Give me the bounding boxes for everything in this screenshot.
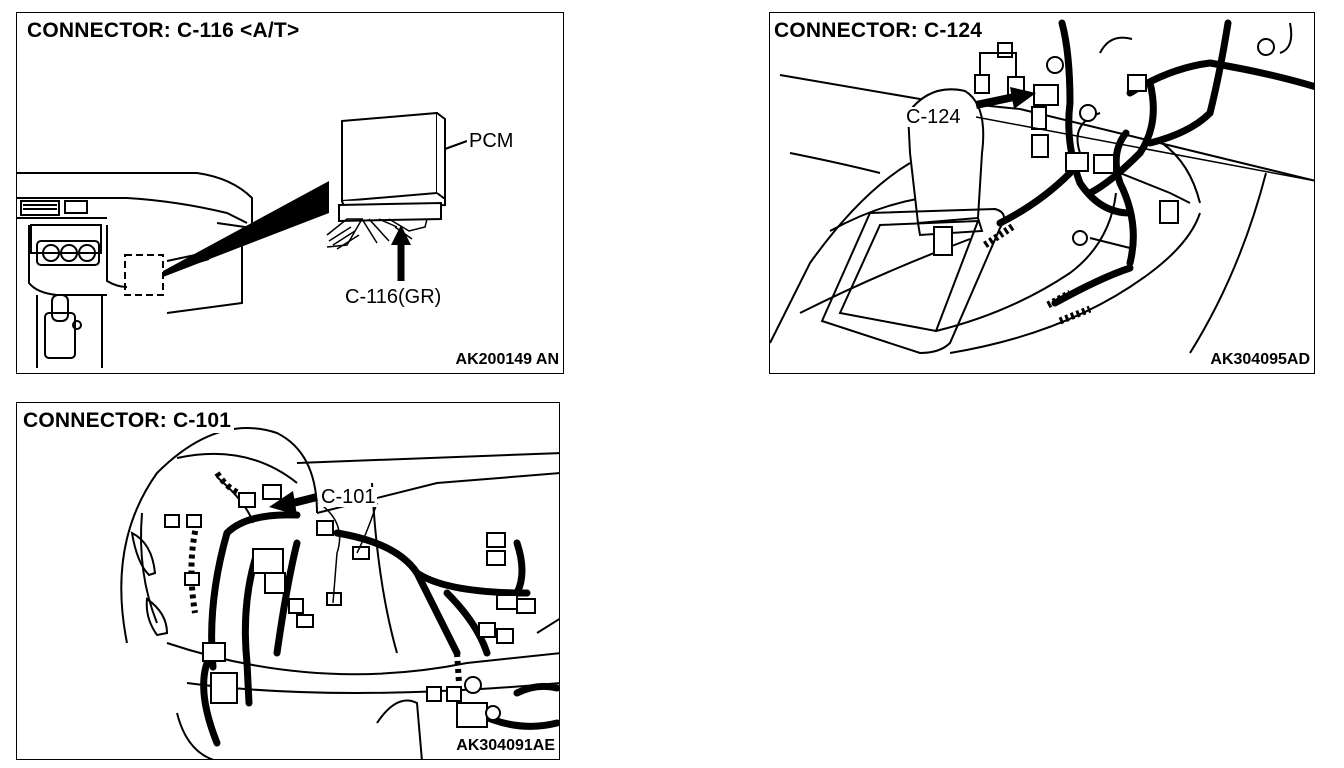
c124-connector-label: C-124: [904, 106, 963, 128]
c101-connector-label: C-101: [319, 486, 378, 508]
panel-c124-title: CONNECTOR: C-124: [774, 19, 986, 43]
pcm-label: PCM: [467, 130, 516, 152]
panel-c101-figure-code: AK304091AE: [453, 737, 555, 755]
dashboard-pcm-illustration: [17, 111, 468, 368]
panel-c101-title: CONNECTOR: C-101: [23, 409, 235, 433]
console-shifter-illustration: [770, 19, 1314, 355]
panel-c101: CONNECTOR: C-101 C-101 AK304091AE: [16, 402, 560, 760]
panel-c116: CONNECTOR: C-116 <A/T> PCM C-116(GR) AK2…: [16, 12, 564, 374]
c116-connector-label: C-116(GR): [343, 286, 444, 308]
panel-c116-title: CONNECTOR: C-116 <A/T>: [27, 19, 303, 43]
panel-c124-figure-code: AK304095AD: [1207, 351, 1310, 369]
panel-c116-figure-code: AK200149 AN: [452, 351, 559, 369]
panel-c124: CONNECTOR: C-124 C-124 AK304095AD: [769, 12, 1315, 374]
steering-dash-harness-illustration: [120, 427, 559, 759]
